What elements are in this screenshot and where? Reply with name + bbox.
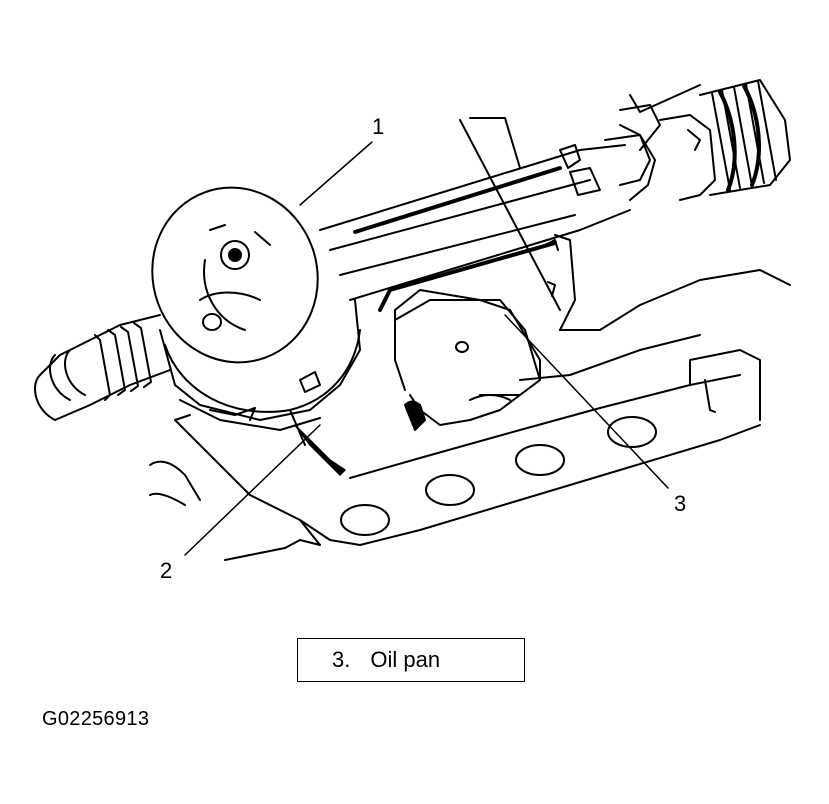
leader-3 (504, 314, 669, 489)
callout-label-1: 1 (372, 114, 385, 139)
crossmember (149, 349, 761, 561)
engine-outline (394, 84, 791, 391)
leader-1 (299, 141, 373, 206)
callout-label-3: 3 (674, 491, 687, 516)
legend-box: 3. Oil pan (297, 638, 525, 682)
callout-leaders (184, 141, 669, 556)
legend-number: 3. (332, 647, 351, 672)
callout-label-2: 2 (160, 558, 173, 583)
air-wrench-tool (34, 79, 791, 431)
leader-2 (184, 424, 321, 556)
legend-label: Oil pan (370, 647, 441, 672)
oil-pan (394, 239, 559, 431)
figure-id: G02256913 (42, 708, 150, 730)
